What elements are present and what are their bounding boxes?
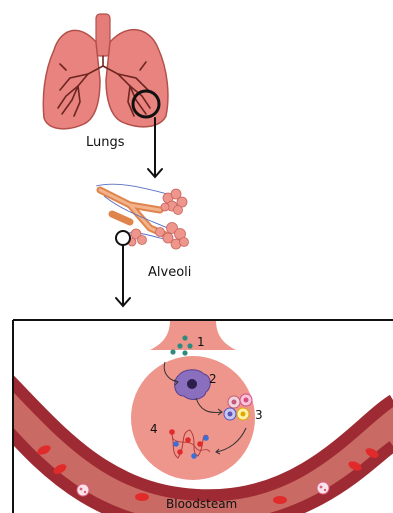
step-3-label: 3 [255,408,263,422]
lungs-label: Lungs [86,135,125,150]
lungs-illustration [43,14,168,129]
bloodstream-label: Bloodsteam [166,497,237,511]
step-1-label: 1 [197,335,205,349]
zoom-frame: 1 2 [0,320,393,513]
step-2-label: 2 [209,372,217,386]
immune-cell-icon [175,370,211,400]
down-arrow-icon [116,246,130,306]
alveolus-duct [150,320,236,350]
step-4-label: 4 [150,422,158,436]
magnifier-circle-icon [116,231,130,245]
alveoli-illustration [96,184,189,249]
alveoli-label: Alveoli [148,265,191,280]
